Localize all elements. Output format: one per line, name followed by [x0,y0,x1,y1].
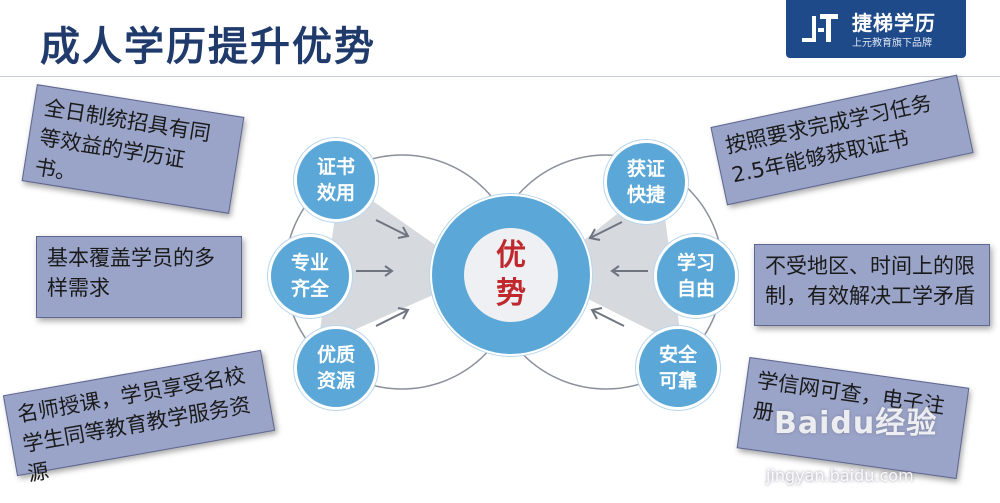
watermark-url: jingyan.baidu.com [766,466,914,485]
center-label: 优势 [496,238,526,311]
circle-right-2: 学习自由 [654,234,738,318]
watermark-brand: Baidu经验 [774,406,938,441]
brand-mark-icon [802,14,838,42]
left-wedge [318,178,478,346]
page-title: 成人学历提升优势 [40,24,376,70]
circle-left-3: 优质资源 [294,326,378,410]
circle-left-2: 专业齐全 [268,234,352,318]
circle-right-1: 获证快捷 [604,140,688,224]
note-left-2: 基本覆盖学员的多样需求 [36,236,242,318]
left-arrows [356,219,410,327]
note-right-2: 不受地区、时间上的限制，有效解决工学矛盾 [754,244,990,326]
title-divider [0,76,1000,77]
brand-name: 捷梯学历 [852,11,936,35]
circle-right-3: 安全可靠 [636,326,720,410]
right-arrows [588,221,648,327]
brand-logo: 捷梯学历 上元教育旗下品牌 [786,0,966,58]
brand-subtitle: 上元教育旗下品牌 [852,38,932,49]
circle-left-1: 证书效用 [294,138,378,222]
center-core: 优势 [464,228,558,322]
